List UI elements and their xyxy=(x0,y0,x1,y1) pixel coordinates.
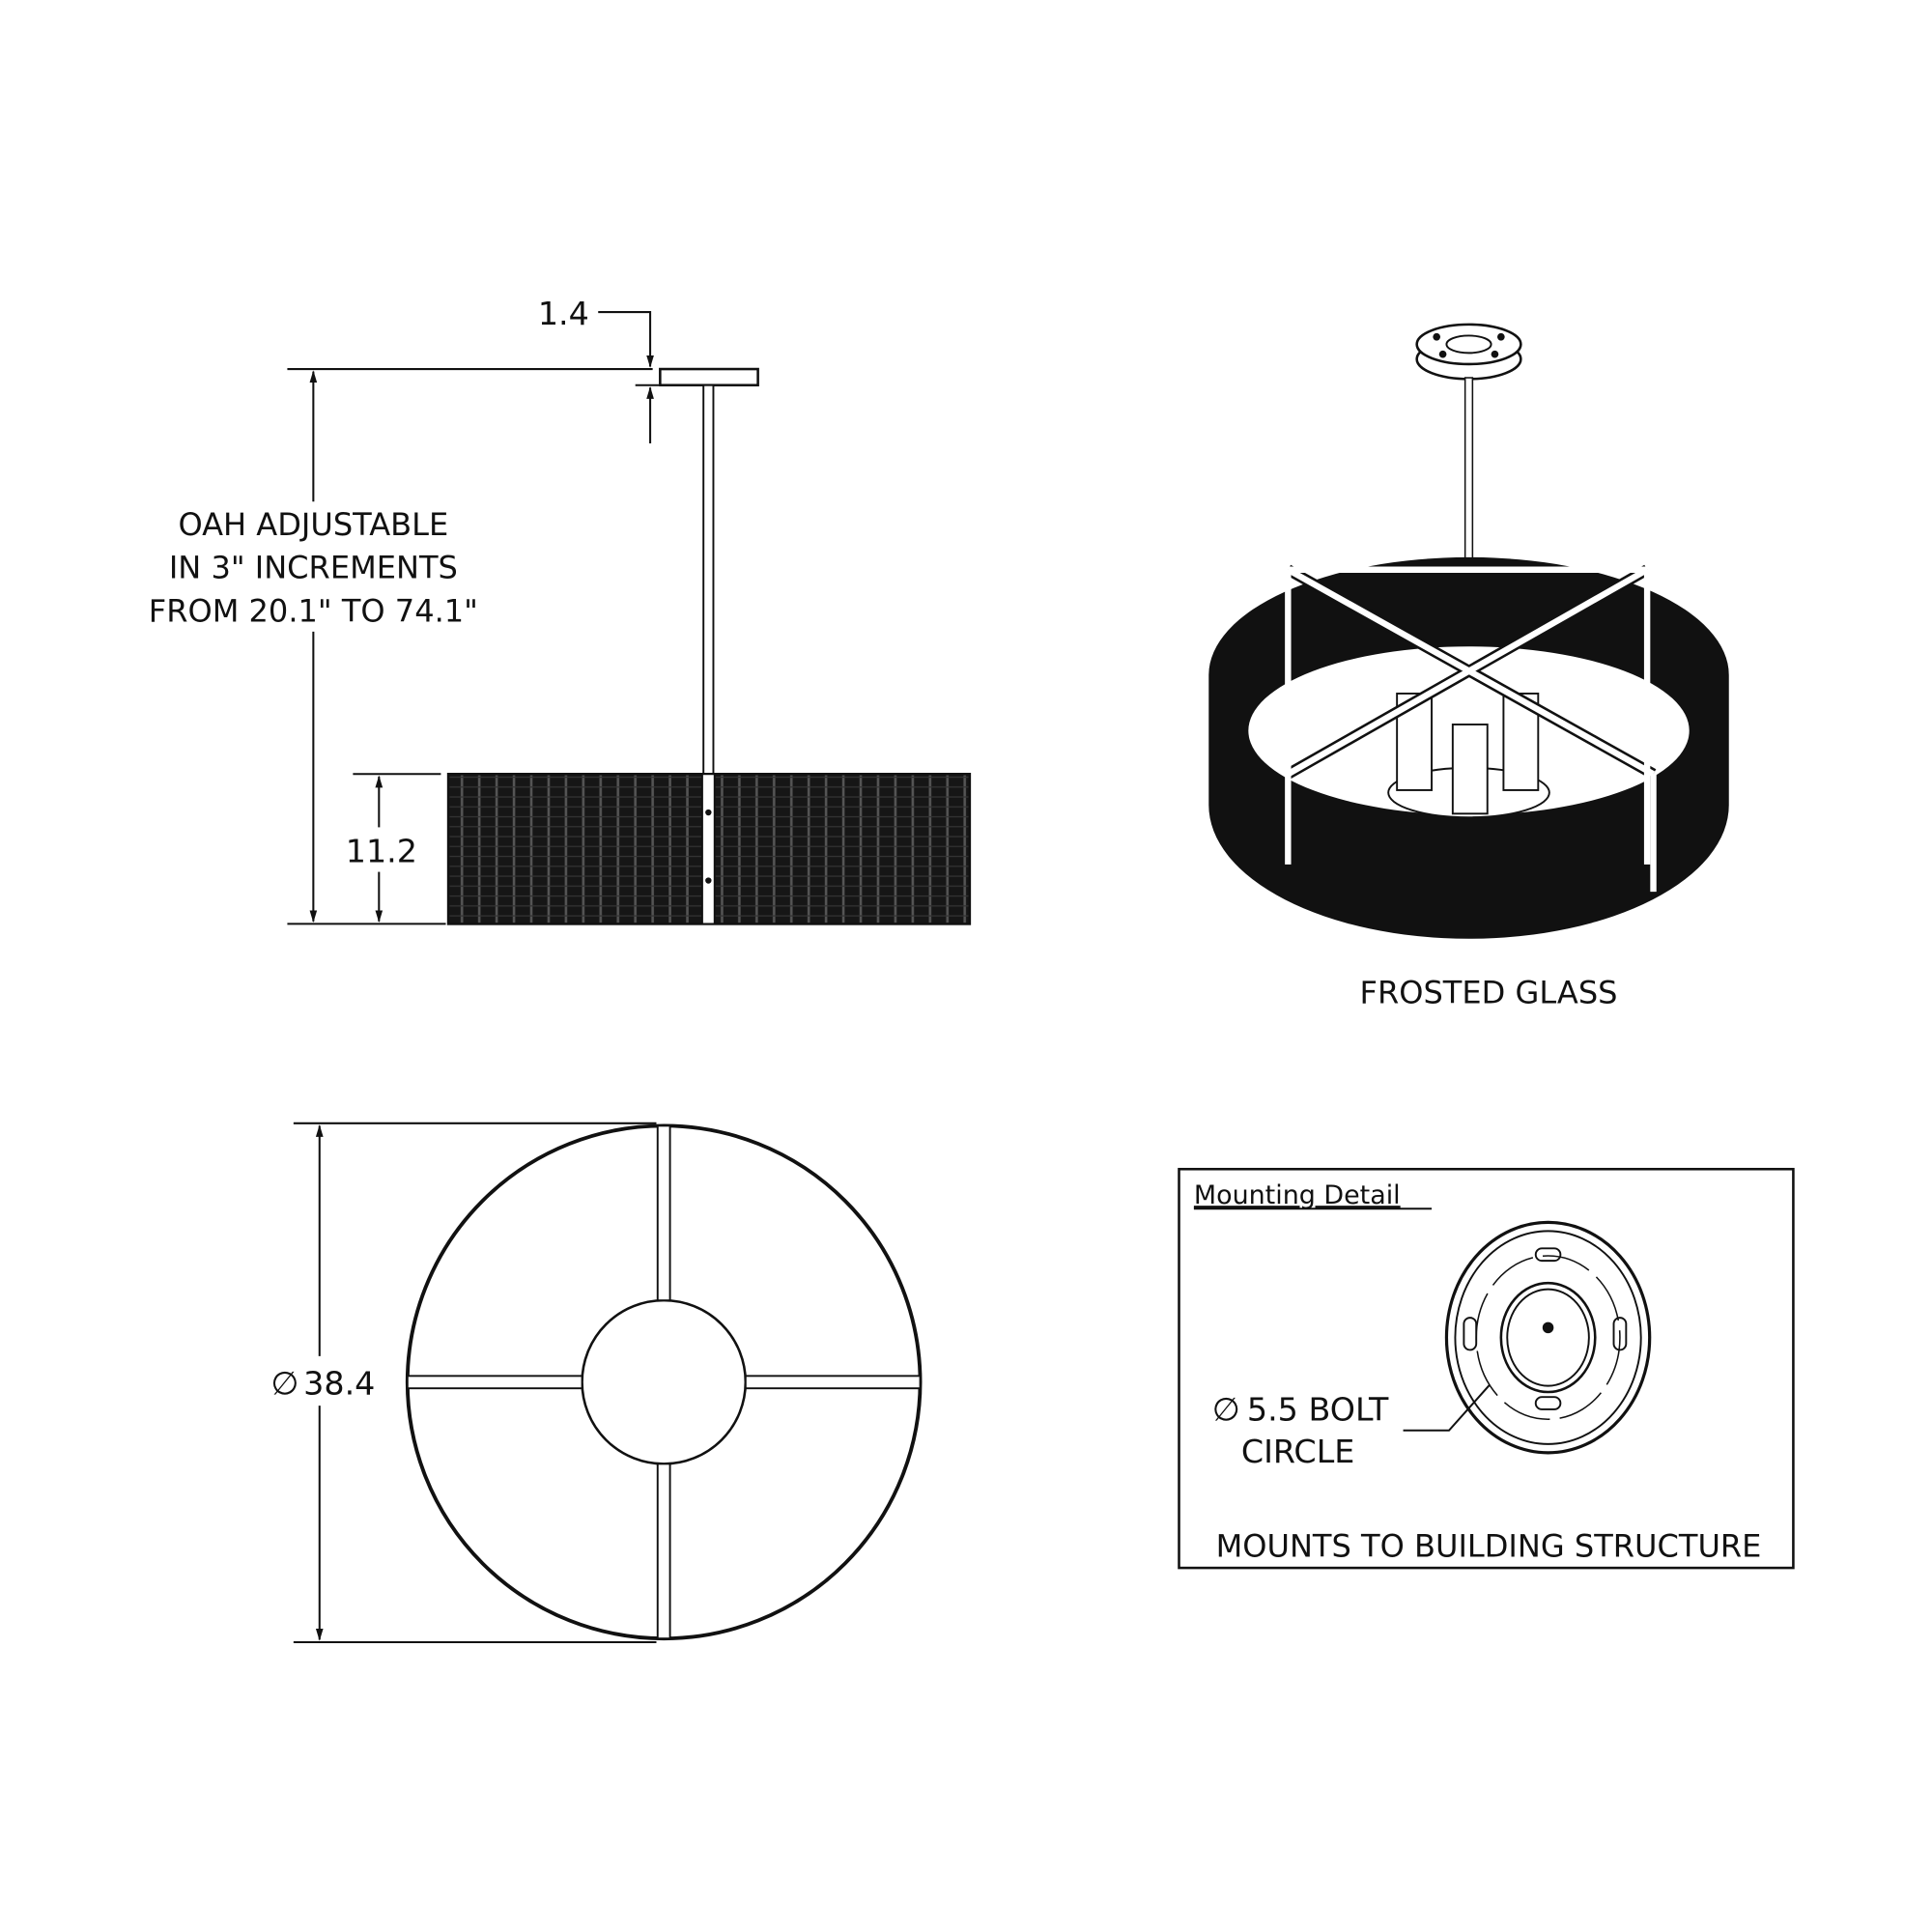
shade-height-label: 11.2 xyxy=(346,832,417,869)
bottom-view: ∅ 38.4 xyxy=(270,1122,923,1644)
side-view: 1.4 OAH ADJUSTABLE IN 3" INCREMENTS FROM… xyxy=(149,295,972,925)
bolt-circle-leader xyxy=(1403,1383,1492,1432)
detail-title: Mounting Detail xyxy=(1194,1180,1401,1210)
mounting-detail: Mounting Detail ∅ 5.5 BOLT CIRCLE MOUNTS… xyxy=(1178,1167,1795,1570)
mounting-note: MOUNTS TO BUILDING STRUCTURE xyxy=(1216,1528,1762,1565)
canopy xyxy=(659,367,759,387)
detail-frame xyxy=(1178,1167,1795,1570)
mounting-plate-icon xyxy=(1444,1220,1652,1455)
stem xyxy=(702,384,715,776)
canopy-height-label: 1.4 xyxy=(538,295,589,332)
oah-note-line: IN 3" INCREMENTS xyxy=(169,550,458,586)
isometric-view: FROSTED GLASS xyxy=(1208,323,1729,1010)
bolt-circle-label: 5.5 BOLT xyxy=(1247,1391,1389,1429)
frosted-glass-caption: FROSTED GLASS xyxy=(1360,974,1618,1010)
shade-strut xyxy=(700,773,716,925)
oah-note-line: FROM 20.1" TO 74.1" xyxy=(149,593,478,630)
candle-cluster xyxy=(1387,692,1550,819)
diameter-symbol: ∅ xyxy=(270,1365,298,1403)
diameter-label: 38.4 xyxy=(303,1365,375,1403)
frame-spokes xyxy=(406,1124,922,1640)
canopy-dim-leader xyxy=(598,311,654,368)
oah-note-line: OAH ADJUSTABLE xyxy=(178,506,448,543)
center-hub xyxy=(581,1298,748,1465)
bolt-circle-label: CIRCLE xyxy=(1241,1433,1355,1470)
diameter-symbol: ∅ xyxy=(1212,1391,1240,1429)
